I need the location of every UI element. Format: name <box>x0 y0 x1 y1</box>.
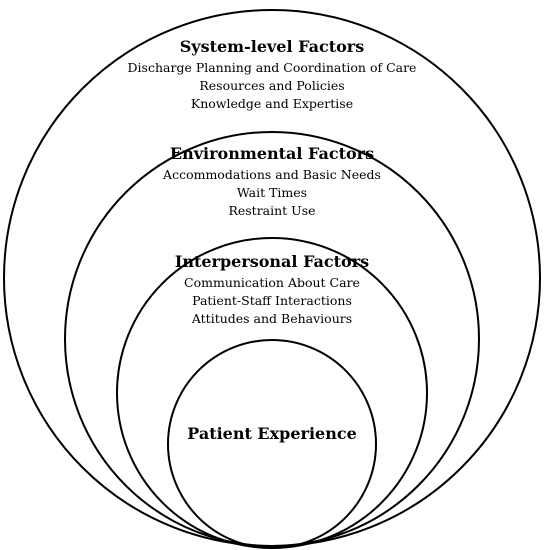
environmental-title: Environmental Factors <box>170 144 374 163</box>
system-level-item: Knowledge and Expertise <box>191 96 353 111</box>
environmental-item: Accommodations and Basic Needs <box>162 167 381 182</box>
environmental-item: Restraint Use <box>228 203 315 218</box>
system-level-item: Resources and Policies <box>199 78 344 93</box>
system-level-title: System-level Factors <box>180 37 364 56</box>
environmental-ring <box>64 131 480 547</box>
patient-experience-label: Patient Experience <box>187 424 357 443</box>
patient-experience-ring <box>167 339 377 549</box>
interpersonal-item: Attitudes and Behaviours <box>191 311 352 326</box>
system-level-item: Discharge Planning and Coordination of C… <box>128 60 417 75</box>
interpersonal-item: Communication About Care <box>184 275 360 290</box>
interpersonal-title: Interpersonal Factors <box>175 252 369 271</box>
environmental-item: Wait Times <box>237 185 307 200</box>
interpersonal-item: Patient-Staff Interactions <box>192 293 352 308</box>
